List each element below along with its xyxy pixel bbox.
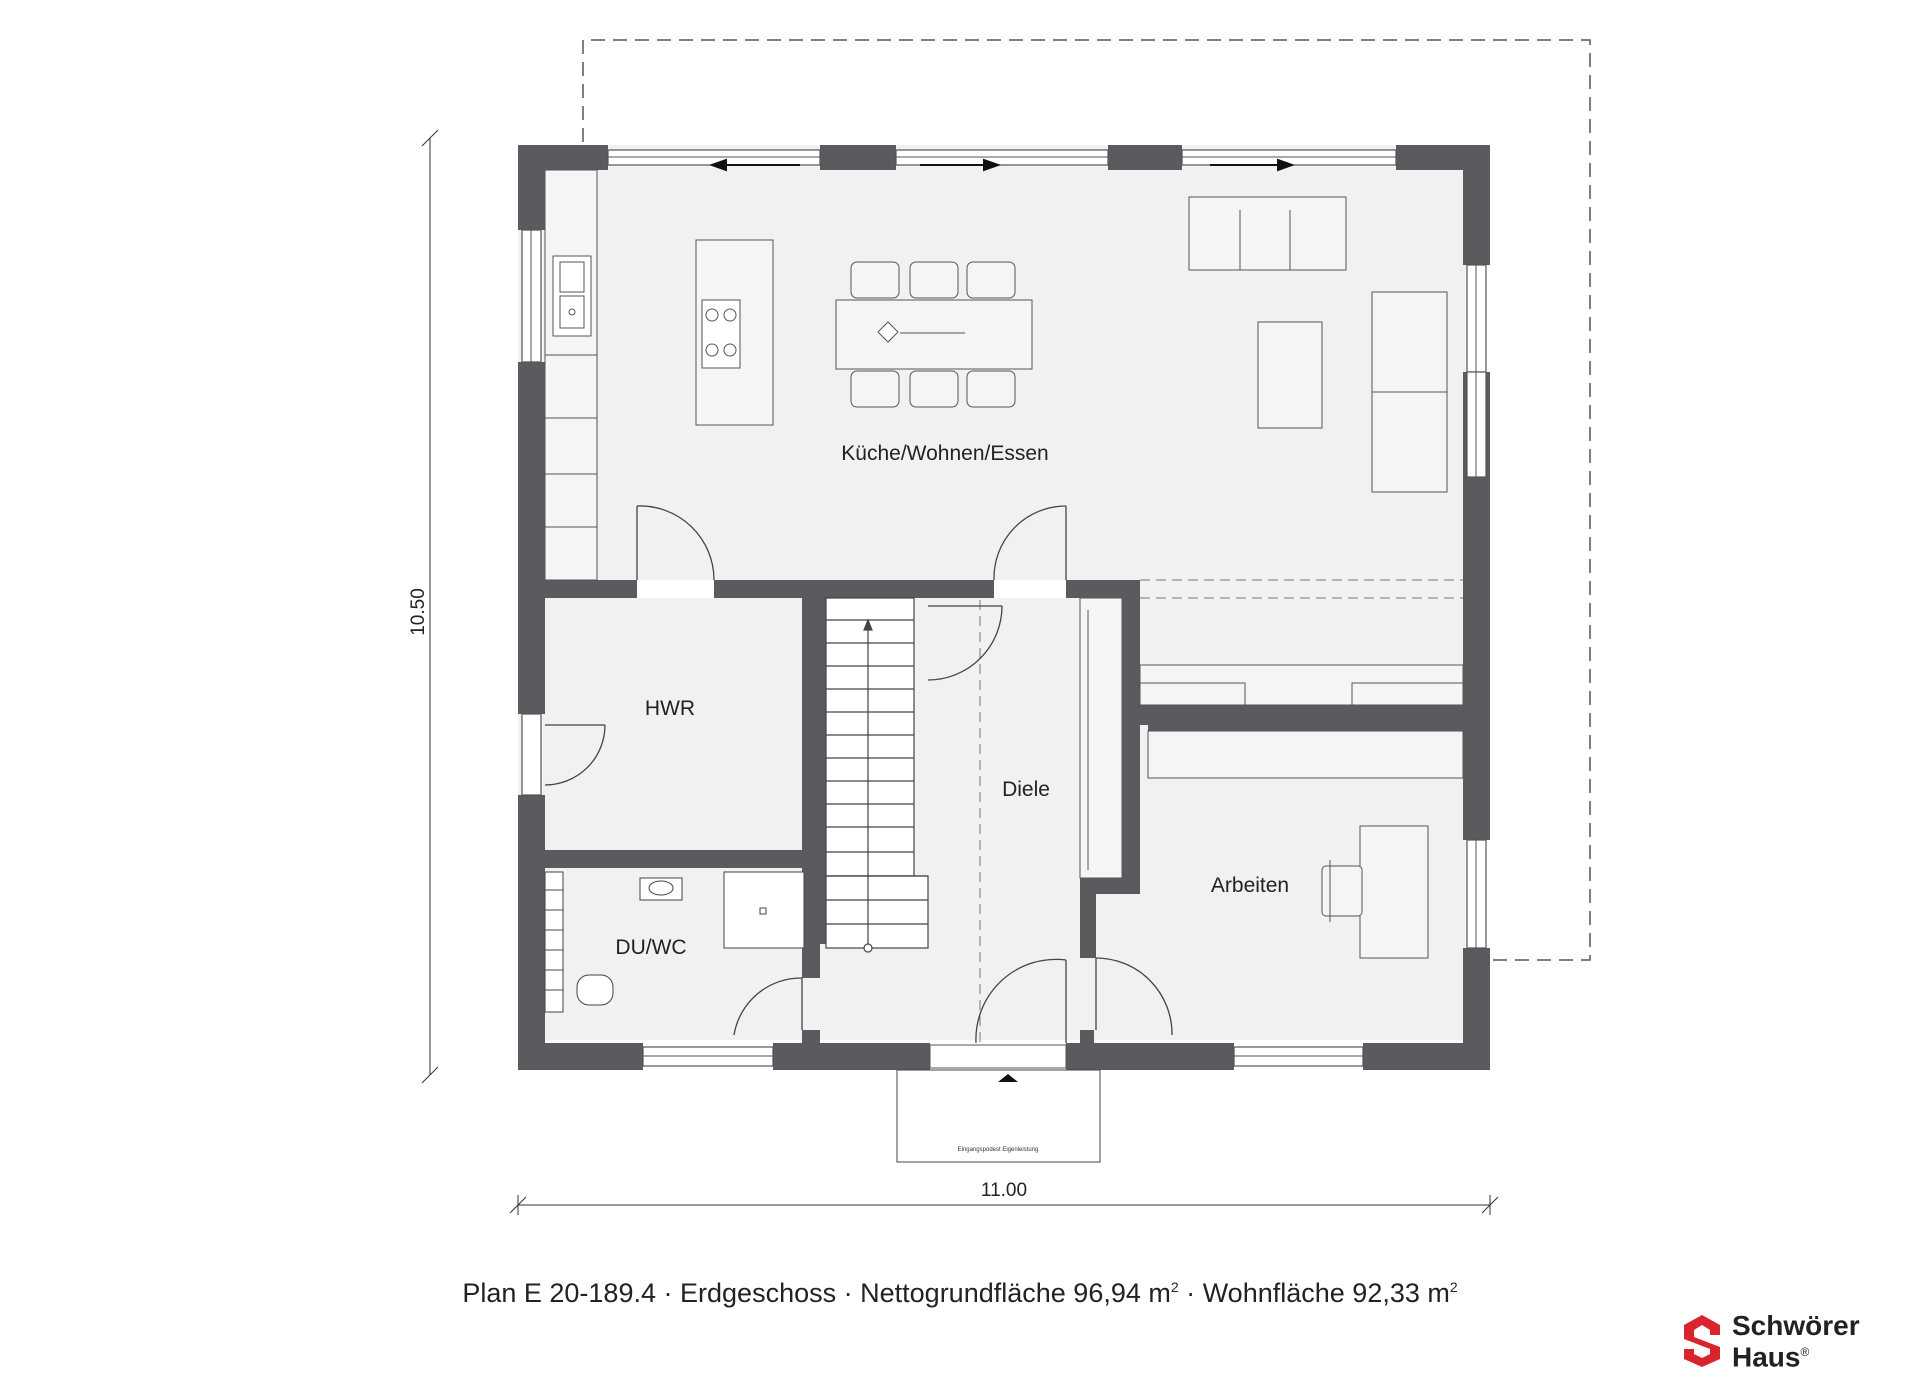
room-label-office: Arbeiten <box>1211 874 1289 897</box>
room-label-hall: Diele <box>1002 778 1050 801</box>
dimension-lines <box>421 129 1499 1215</box>
interior-walls <box>545 580 1463 1043</box>
terrace-outline <box>582 39 1591 961</box>
storage-cabinets <box>1139 664 1464 779</box>
entrance-platform <box>896 1069 1101 1163</box>
net-area-value: 96,94 m <box>1073 1278 1171 1308</box>
width-dimension: 11.00 <box>981 1180 1027 1201</box>
doors <box>544 505 1173 1044</box>
entrance-opening <box>929 1044 1067 1069</box>
plan-number: Plan E 20-189.4 <box>462 1278 656 1308</box>
room-label-utility: HWR <box>645 697 695 720</box>
entrance-note: Eingangspodest Eigenleistung <box>958 1147 1039 1153</box>
height-dimension: 10.50 <box>408 588 429 636</box>
schwoerer-logo-icon <box>1684 1315 1720 1367</box>
kitchen-counter <box>544 169 598 581</box>
wardrobe <box>1079 597 1123 879</box>
dining-table <box>835 261 1033 408</box>
living-area-label: Wohnfläche <box>1202 1278 1345 1308</box>
sliding-door-arrows <box>709 158 1295 172</box>
room-label-bath: DU/WC <box>615 936 686 959</box>
bathroom-fixtures <box>544 871 805 1013</box>
room-label-living: Küche/Wohnen/Essen <box>841 442 1048 465</box>
kitchen-island <box>695 239 774 426</box>
brand-logo: Schwörer Haus® <box>1680 1309 1860 1373</box>
office-desk <box>1321 825 1429 959</box>
net-area-label: Nettogrundfläche <box>860 1278 1066 1308</box>
sofa <box>1188 196 1448 493</box>
floor-name: Erdgeschoss <box>680 1278 837 1308</box>
staircase <box>825 597 929 953</box>
entrance-arrow-icon <box>998 1074 1018 1082</box>
plan-caption: Plan E 20-189.4 · Erdgeschoss · Nettogru… <box>462 1278 1458 1308</box>
logo-wordmark: Schwörer Haus® <box>1732 1309 1860 1373</box>
living-area-value: 92,33 m <box>1352 1278 1450 1308</box>
